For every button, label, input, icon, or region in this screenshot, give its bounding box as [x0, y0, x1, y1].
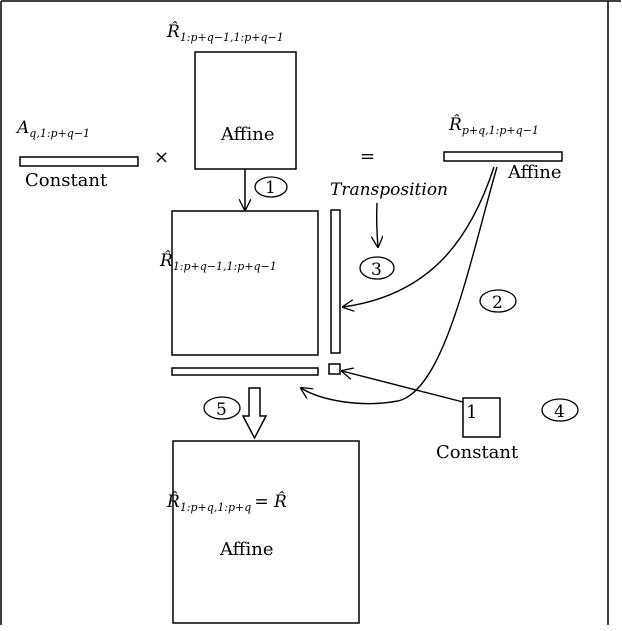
step-4-arrow [342, 371, 464, 403]
curve-to-column-arrow [343, 166, 495, 307]
times-symbol: × [154, 147, 169, 168]
step-5-number: 5 [216, 400, 227, 420]
affine-top-label: Affine [220, 124, 274, 145]
step-5-arrow [241, 387, 268, 440]
step-3-number: 3 [371, 260, 382, 280]
final-matrix [172, 440, 360, 624]
affine-bottom-label: Affine [219, 539, 273, 560]
step-4-number: 4 [554, 402, 565, 422]
constant-left-label: Constant [25, 170, 108, 191]
transposed-column-vector [330, 209, 341, 354]
transposition-label: Transposition [330, 180, 448, 200]
constant-one-box [462, 397, 501, 438]
r-mid-label: R̂1:p+q−1,1:p+q−1 [159, 251, 277, 273]
bottom-row-vector [171, 367, 319, 376]
a-row-label: Aq,1:p+q−1 [15, 118, 90, 140]
r-row-label: R̂p+q,1:p+q−1 [448, 115, 539, 137]
equals-symbol: = [360, 146, 375, 167]
step-4-badge [541, 398, 579, 422]
step-2-number: 2 [492, 293, 503, 313]
step-2-badge [479, 289, 517, 313]
affine-right-label: Affine [507, 162, 561, 183]
r-full-label: R̂1:p+q,1:p+q= R̂ [166, 492, 287, 514]
step-1-number: 1 [265, 178, 276, 198]
constant-right-label: Constant [436, 442, 519, 463]
step-3-badge [359, 256, 395, 280]
top-affine-matrix [194, 51, 297, 170]
middle-matrix [171, 210, 319, 356]
step-2-arrow [301, 166, 498, 405]
step-3-arrow [377, 202, 378, 247]
r-row-vector [443, 151, 563, 162]
constant-one-value: 1 [466, 402, 477, 423]
step-5-badge [203, 396, 241, 420]
corner-cell [328, 363, 341, 375]
step-1-badge [254, 176, 288, 198]
a-row-vector [19, 156, 139, 167]
r-top-label: R̂1:p+q−1,1:p+q−1 [166, 22, 284, 44]
